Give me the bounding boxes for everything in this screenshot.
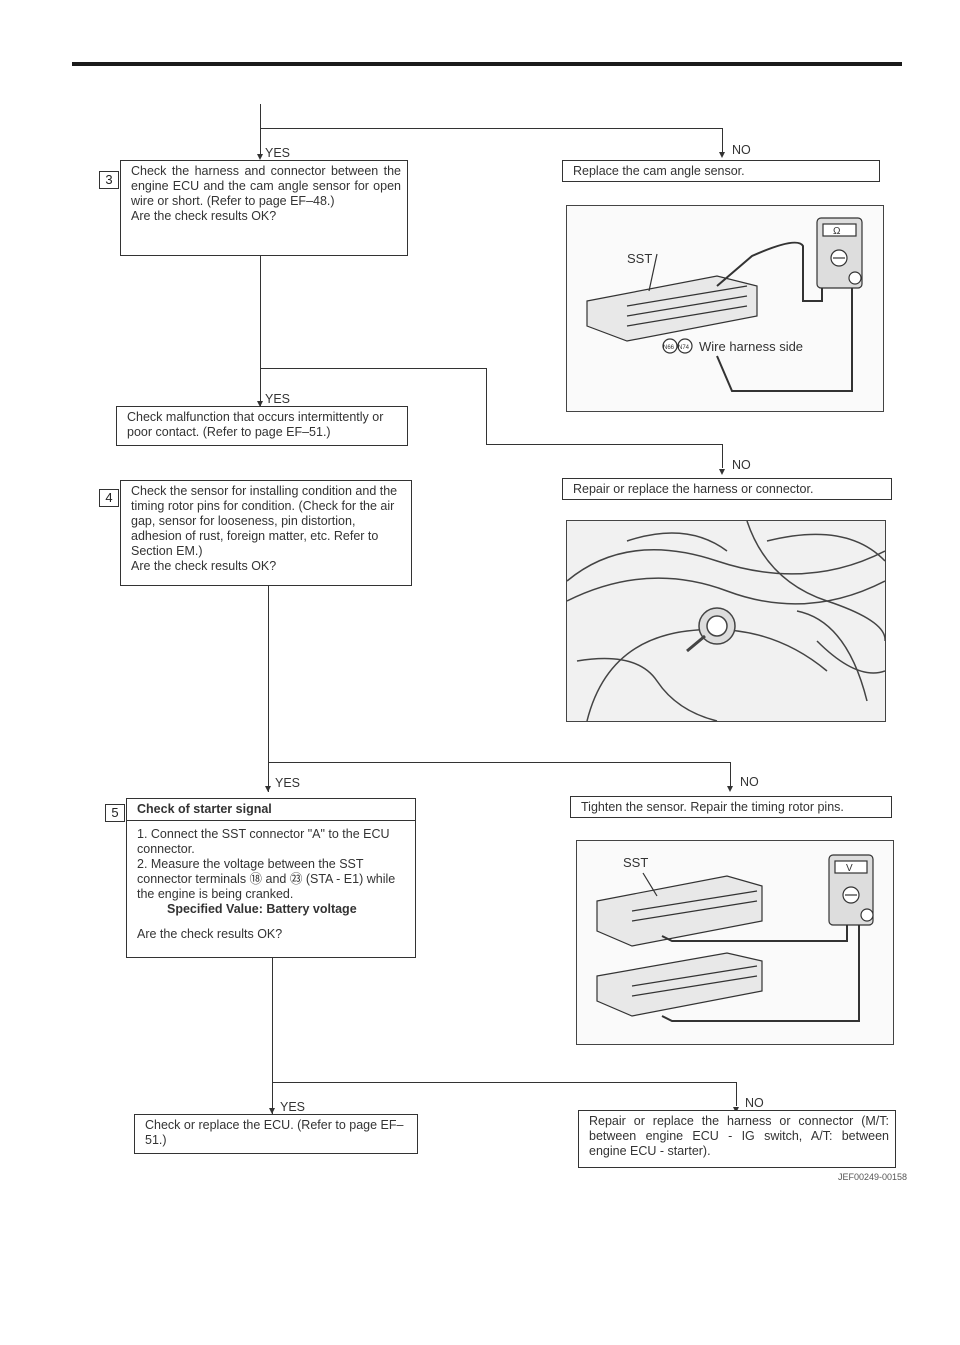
flow-line: [272, 958, 273, 1114]
yes2-box: Check malfunction that occurs intermitte…: [116, 406, 408, 446]
sst-label: SST: [627, 251, 652, 266]
flow-line: [260, 104, 261, 154]
step5-spec: Specified Value: Battery voltage: [167, 902, 357, 916]
pin-label: N66: [663, 345, 675, 351]
no1-text: Replace the cam angle sensor.: [573, 164, 745, 178]
step5-title: Check of starter signal: [127, 799, 415, 821]
no2-box: Repair or replace the harness or connect…: [562, 478, 892, 500]
no-label: NO: [745, 1096, 764, 1110]
no-label: NO: [732, 143, 751, 157]
yes4-box: Check or replace the ECU. (Refer to page…: [134, 1114, 418, 1154]
arrow-icon: [719, 152, 725, 158]
step-number: 3: [99, 171, 119, 189]
yes-label: YES: [265, 392, 291, 406]
yes-label: YES: [280, 1100, 306, 1114]
flow-line: [736, 1082, 737, 1106]
arrow-icon: [727, 786, 733, 792]
yes2-text: Check malfunction that occurs intermitte…: [127, 410, 384, 439]
flow-line: [486, 368, 487, 444]
engine-illustration: [567, 521, 885, 721]
step4-text: Check the sensor for installing conditio…: [131, 484, 398, 558]
no-label: NO: [732, 458, 751, 472]
figure-sst-ohmmeter: SST Wire harness side N66 N74 Ω: [566, 205, 884, 412]
no2-text: Repair or replace the harness or connect…: [573, 482, 814, 496]
flow-line: [486, 444, 722, 445]
arrow-icon: [719, 469, 725, 475]
yes4-text: Check or replace the ECU. (Refer to page…: [145, 1118, 404, 1147]
no4-box: Repair or replace the harness or connect…: [578, 1110, 896, 1168]
step4-box: 4 Check the sensor for installing condit…: [99, 480, 412, 586]
sst-label: SST: [623, 855, 648, 870]
arrow-icon: [269, 1108, 275, 1114]
flow-line: [268, 762, 730, 763]
voltmeter-illustration: SST V: [596, 854, 874, 1022]
flow-line: [730, 762, 731, 786]
flow-line: [260, 128, 722, 129]
step-number: 5: [105, 804, 125, 822]
meter-label: Ω: [833, 226, 841, 237]
yes-label: YES: [275, 776, 301, 790]
step3-box: 3 Check the harness and connector betwee…: [99, 160, 408, 256]
no3-text: Tighten the sensor. Repair the timing ro…: [581, 800, 844, 814]
flow-line: [260, 256, 261, 406]
arrow-icon: [265, 786, 271, 792]
step5-box: 5 Check of starter signal 1. Connect the…: [105, 798, 416, 958]
step5-question: Are the check results OK?: [137, 927, 283, 941]
step4-question: Are the check results OK?: [131, 559, 277, 573]
no4-text: Repair or replace the harness or connect…: [589, 1114, 889, 1158]
flow-line: [722, 444, 723, 468]
step3-question: Are the check results OK?: [131, 209, 277, 223]
figure-sst-voltmeter: SST V: [576, 840, 894, 1045]
step-number: 4: [99, 489, 119, 507]
flow-line: [722, 128, 723, 152]
step5-item2: 2. Measure the voltage between the SST c…: [137, 857, 396, 901]
figure-engine-sensor: [566, 520, 886, 722]
pin-label: N74: [678, 345, 690, 351]
step3-text: Check the harness and connector between …: [131, 164, 401, 208]
flow-line: [272, 1082, 736, 1083]
arrow-icon: [257, 154, 263, 160]
meter-label: V: [846, 863, 853, 874]
connector-illustration: SST Wire harness side N66 N74 Ω: [586, 217, 863, 392]
no3-box: Tighten the sensor. Repair the timing ro…: [570, 796, 892, 818]
yes-label: YES: [265, 146, 291, 160]
flow-line: [260, 368, 486, 369]
figure-code: JEF00249-00158: [838, 1172, 908, 1182]
header-rule: [72, 62, 902, 66]
flow-line: [268, 586, 269, 792]
wire-harness-label: Wire harness side: [699, 339, 803, 354]
step5-item1: 1. Connect the SST connector "A" to the …: [137, 827, 390, 856]
arrow-icon: [257, 401, 263, 407]
no1-box: Replace the cam angle sensor.: [562, 160, 880, 182]
no-label: NO: [740, 775, 759, 789]
